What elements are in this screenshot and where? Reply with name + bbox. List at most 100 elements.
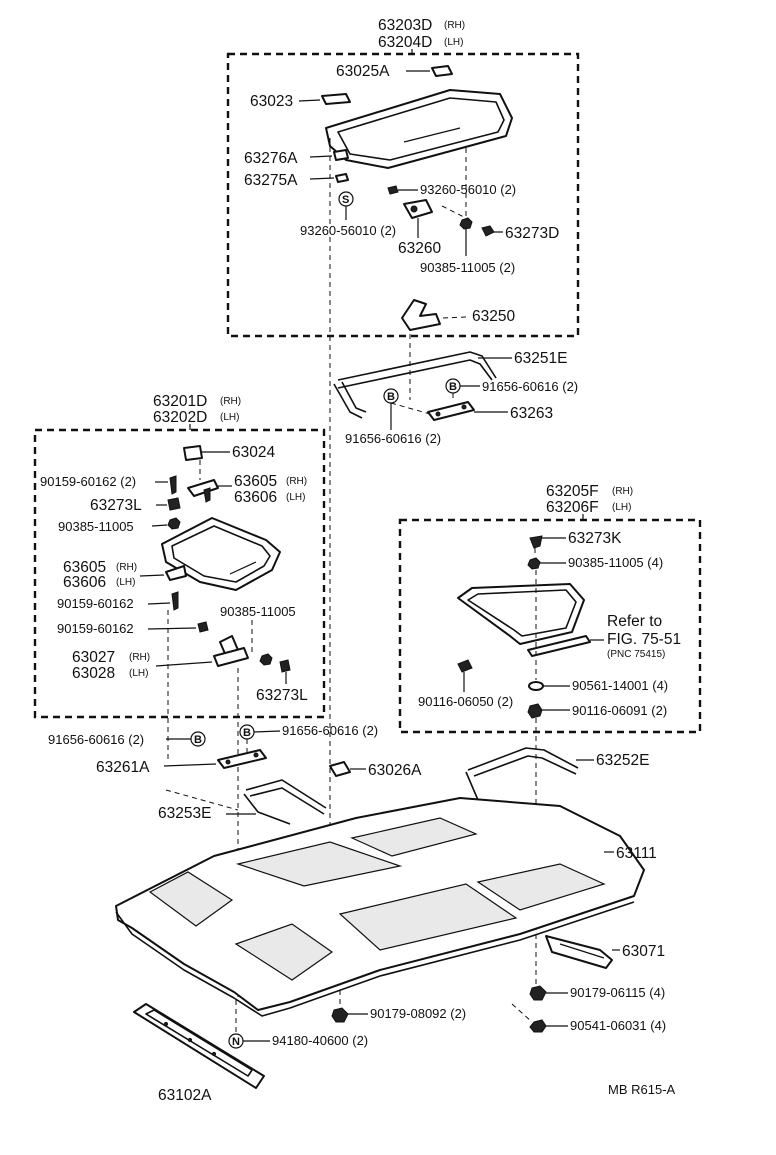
part-63263-hole1 — [435, 411, 441, 417]
label-63102A: 63102A — [158, 1087, 212, 1104]
clip-90179-b — [331, 1007, 349, 1023]
part-63024-shape — [183, 445, 203, 461]
leader-63250 — [441, 316, 467, 319]
label-refer3: (PNC 75415) — [607, 649, 665, 660]
screw-90116-a — [457, 659, 473, 673]
front-group-line2: 63204D — [378, 34, 432, 51]
part-63273K-shape — [529, 535, 543, 549]
part-63026A-shape — [329, 761, 351, 777]
clip-90541 — [529, 1019, 547, 1033]
rear-group-line1: 63205F — [546, 483, 599, 500]
label-63025A: 63025A — [336, 63, 390, 80]
part-63273L-a-shape — [167, 497, 181, 511]
label-63023: 63023 — [250, 93, 293, 110]
part-63260-shape — [403, 199, 433, 219]
label-63606-b-sub: (LH) — [116, 577, 135, 588]
leader-63276A — [309, 155, 333, 158]
leader-63023 — [298, 99, 321, 102]
screw-90159-b — [171, 591, 179, 611]
frame-63253E-a — [245, 779, 327, 809]
label-63275A: 63275A — [244, 172, 298, 189]
label-63276A: 63276A — [244, 150, 298, 167]
leader-91656-d — [253, 730, 281, 733]
roof-opening-front-left — [148, 871, 234, 927]
marker-B-1-text: B — [449, 381, 457, 393]
marker-S-text: S — [342, 194, 349, 206]
label-91656-d: 91656-60616 (2) — [282, 723, 378, 738]
part-63605-a-screw — [203, 487, 211, 503]
label-90561: 90561-14001 (4) — [572, 678, 668, 693]
rear-sunroof-glass — [467, 589, 577, 637]
label-63251E: 63251E — [514, 350, 567, 367]
dash-90541 — [511, 1003, 533, 1023]
label-63273L-a: 63273L — [90, 497, 142, 514]
label-63024: 63024 — [232, 444, 275, 461]
label-63273K: 63273K — [568, 530, 622, 547]
label-63263: 63263 — [510, 405, 553, 422]
label-63260: 63260 — [398, 240, 441, 257]
part-63605-b-shape — [165, 565, 187, 581]
dash-front-hinge — [441, 205, 467, 219]
marker-N-text: N — [232, 1036, 240, 1048]
leader-63261A — [163, 763, 217, 767]
front-group-box — [226, 52, 580, 338]
dash-63261A — [165, 789, 239, 811]
part-63023-shape — [321, 93, 351, 105]
front-group-line1: 63203D — [378, 17, 432, 34]
clip-90179-a — [529, 985, 547, 1001]
part-63261A-shape — [217, 749, 267, 769]
label-refer1: Refer to — [607, 613, 662, 630]
frame-63251E-leg2 — [341, 381, 367, 413]
label-93260-b: 93260-56010 (2) — [300, 223, 396, 238]
frame-63251E-outer — [337, 351, 497, 381]
roof-opening-middle — [338, 883, 518, 951]
front-sunroof-glass — [337, 97, 505, 161]
middle-group-line1: 63201D — [153, 393, 207, 410]
marker-B-4-text: B — [243, 727, 251, 739]
label-90385-b: 90385-11005 — [58, 519, 134, 534]
middle-group-sub1: (RH) — [220, 396, 241, 407]
label-91656-b: 91656-60616 (2) — [345, 431, 441, 446]
label-90541: 90541-06031 (4) — [570, 1018, 666, 1033]
label-63071: 63071 — [622, 943, 665, 960]
part-63276A-shape — [333, 149, 349, 161]
screw-90159-a — [169, 475, 177, 495]
label-63027-sub: (RH) — [129, 652, 150, 663]
label-63253E: 63253E — [158, 805, 211, 822]
label-63027: 63027 — [72, 649, 115, 666]
label-63028: 63028 — [72, 665, 115, 682]
label-94180: 94180-40600 (2) — [272, 1033, 368, 1048]
nut-90385-d — [527, 557, 541, 570]
label-90179-a: 90179-06115 (4) — [570, 985, 665, 1000]
washer-90561 — [528, 681, 544, 691]
label-63026A: 63026A — [368, 762, 422, 779]
middle-sunroof-glass — [171, 525, 271, 583]
roof-headliner-edge — [115, 901, 635, 1017]
label-63261A: 63261A — [96, 759, 150, 776]
label-refer2: FIG. 75-51 — [607, 631, 681, 648]
roof-opening-front — [235, 841, 403, 887]
part-63275A-shape — [335, 173, 349, 183]
label-91656-a: 91656-60616 (2) — [482, 379, 578, 394]
frame-63252E-a — [467, 747, 579, 771]
part-63273L-b-shape — [279, 659, 291, 673]
part-63605-a-shape — [187, 479, 219, 497]
middle-group-sub2: (LH) — [220, 412, 239, 423]
label-63605-b-sub: (RH) — [116, 562, 137, 573]
dash-B-2 — [390, 402, 431, 415]
leader-90159-c — [147, 627, 197, 630]
marker-B-3-text: B — [194, 734, 202, 746]
leader-90385-b — [151, 524, 168, 527]
label-63605-b: 63605 — [63, 559, 106, 576]
label-63606-a: 63606 — [234, 489, 277, 506]
label-63605-a-sub: (RH) — [286, 476, 307, 487]
part-63261A-hole1 — [225, 759, 231, 765]
nut-90385-b — [167, 517, 181, 530]
part-63260-pivot — [410, 205, 418, 213]
label-63606-b: 63606 — [63, 574, 106, 591]
part-63071-shape — [545, 935, 613, 969]
marker-B-2-text: B — [387, 391, 395, 403]
middle-group-box — [33, 428, 326, 719]
label-90116-a: 90116-06050 (2) — [418, 694, 513, 709]
